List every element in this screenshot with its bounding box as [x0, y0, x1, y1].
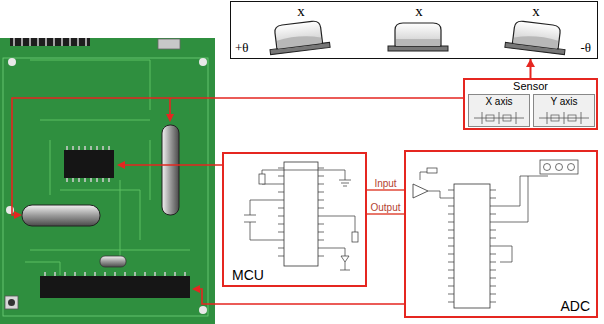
axis-title: X axis [485, 96, 512, 108]
adc-schematic [427, 168, 437, 173]
axis-box: Y axis [533, 94, 595, 127]
pcb-board [5, 296, 18, 309]
pcb-board [100, 256, 126, 267]
box-title: ADC [560, 298, 590, 314]
leader-line [166, 114, 174, 122]
mcu-box: MCU [222, 152, 367, 287]
pcb-board [67, 146, 109, 182]
adc-schematic [413, 160, 578, 308]
pcb-board [25, 60, 190, 275]
connector [367, 189, 404, 190]
adc-schematic [568, 164, 575, 171]
adc-schematic [420, 172, 548, 262]
pcb-board [0, 38, 215, 324]
mcu-schematic [339, 180, 351, 186]
sensor-schematic [503, 115, 511, 121]
tilt-sensor-drawing [388, 46, 448, 51]
angle-label: +θ [235, 41, 249, 56]
tilt-sensor-drawing [277, 34, 322, 49]
tilt-sensor-drawing [512, 20, 560, 48]
sensor-schematic [486, 115, 494, 121]
tilt-sensor-drawing [267, 20, 330, 55]
signal-label: Output [369, 202, 401, 214]
axis-label: x [297, 3, 305, 20]
tilt-sensor-drawing [395, 23, 441, 46]
mcu-schematic [278, 168, 324, 256]
leader-line [198, 289, 404, 304]
adc-schematic [556, 164, 563, 171]
pcb-board [162, 125, 179, 215]
adc-box: ADC [404, 150, 598, 318]
mcu-schematic [341, 256, 349, 262]
mcu-schematic [244, 170, 355, 256]
mcu-schematic [352, 232, 358, 242]
leader-line [117, 161, 125, 169]
pcb-board [199, 58, 207, 66]
adc-schematic [544, 164, 551, 171]
tilt-sensor-drawing [505, 20, 568, 55]
box-title: Sensor [513, 80, 548, 93]
tilt-sensor-drawing [267, 20, 568, 55]
angle-label: -θ [580, 41, 591, 56]
axis-label: x [532, 3, 540, 20]
leader-line [169, 98, 171, 116]
leader-line [12, 98, 463, 215]
tilt-sensor-drawing [388, 23, 448, 51]
axis-title: Y axis [550, 96, 577, 108]
leader-line [14, 211, 22, 219]
sensor-schematic [568, 115, 576, 121]
signal-label: Input [373, 178, 397, 190]
tilt-sensor-drawing [396, 39, 440, 46]
tilt-sensor-drawing [513, 34, 558, 49]
leader-line [192, 285, 200, 293]
mcu-schematic [244, 162, 358, 270]
adc-schematic [454, 184, 490, 308]
sensor-box: SensorX axis Y axis [463, 78, 598, 130]
pcb-board [8, 58, 16, 66]
axis-label: x [415, 3, 423, 20]
pcb-board [0, 38, 215, 324]
box-title: MCU [232, 267, 264, 283]
adc-schematic [413, 184, 428, 198]
axis-box: X axis [468, 94, 530, 127]
sensor-schematic [474, 112, 589, 124]
pcb-board [10, 38, 90, 46]
pcb-board [199, 306, 207, 314]
tilt-panel: x x x +θ -θ [230, 1, 598, 59]
pcb-board [8, 299, 15, 306]
adc-schematic [448, 190, 496, 302]
mcu-schematic [340, 262, 350, 270]
sensor-schematic [468, 94, 595, 127]
arrow-head [526, 59, 535, 67]
adc-schematic [540, 160, 578, 174]
pcb-board [22, 205, 100, 226]
mcu-schematic [284, 162, 318, 266]
pcb-board [14, 38, 86, 46]
mcu-schematic [259, 174, 265, 184]
pcb-board [3, 58, 208, 316]
tilt-sensor-drawing [274, 20, 322, 48]
pcb-board [40, 276, 190, 298]
sensor-schematic [551, 115, 559, 121]
pcb-board [45, 272, 185, 276]
connector [367, 213, 404, 214]
pcb-board [64, 150, 114, 178]
leader-line [124, 164, 222, 166]
leader-line [12, 98, 463, 304]
pcb-board [158, 39, 180, 49]
